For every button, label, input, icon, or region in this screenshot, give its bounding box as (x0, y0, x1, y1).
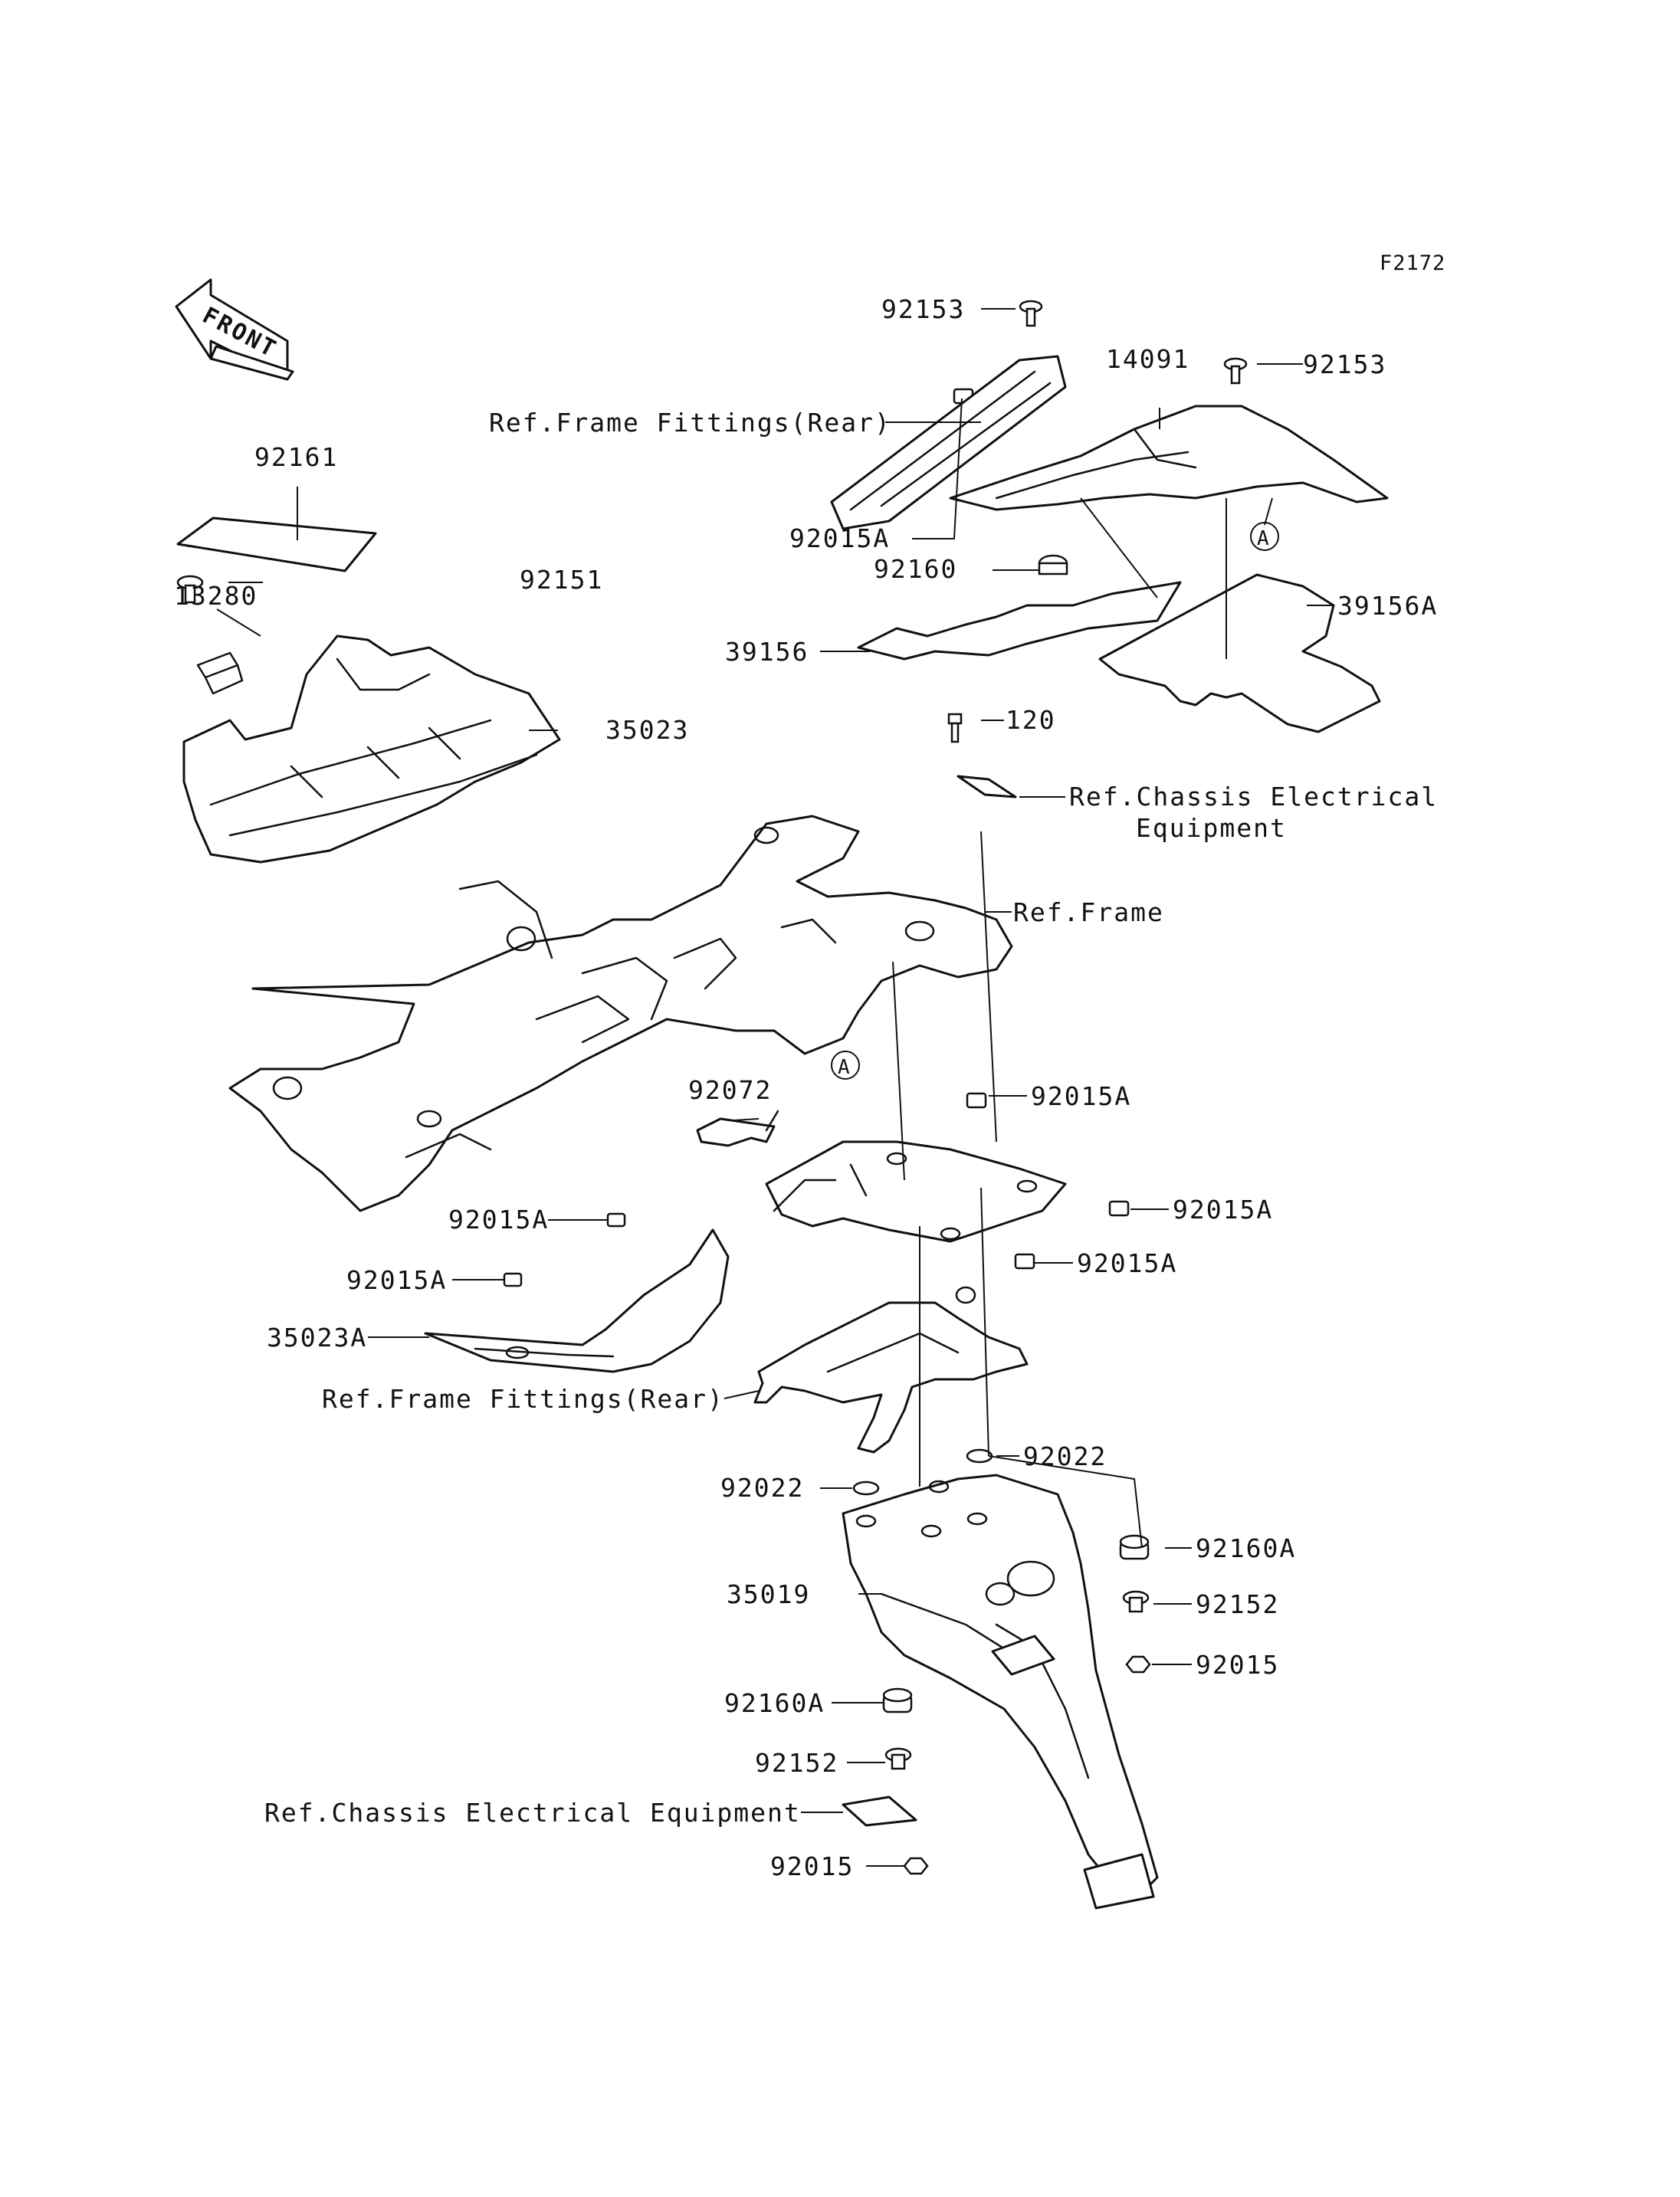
part-92151-screw (176, 575, 204, 604)
svg-text:A: A (1257, 527, 1269, 550)
part-35023-tray (182, 635, 561, 864)
label-120: 120 (1006, 705, 1056, 735)
label-39156A: 39156A (1337, 591, 1438, 621)
label-92015A-left1: 92015A (448, 1205, 549, 1235)
part-120-bolt (947, 713, 963, 743)
label-92153-right: 92153 (1303, 349, 1386, 379)
part-92161-sheet (176, 516, 377, 572)
part-39156A-pad (1098, 573, 1381, 733)
label-ref-frame: Ref.Frame (1013, 897, 1164, 927)
label-92160: 92160 (874, 554, 957, 584)
label-92152-left: 92152 (755, 1748, 838, 1778)
label-ref-chassis-electrical-line1: Ref.Chassis Electrical (1069, 782, 1438, 812)
label-92160A-right: 92160A (1196, 1533, 1296, 1563)
part-92152-collars (884, 1590, 1150, 1770)
callout-a-lower: A (831, 1051, 860, 1080)
part-chassis-electrical-plate-bottom (842, 1795, 917, 1827)
part-92160-grommet (1038, 554, 1068, 575)
label-92161: 92161 (254, 442, 338, 472)
label-92015A-top: 92015A (789, 523, 890, 553)
label-92160A-left: 92160A (724, 1688, 825, 1718)
label-35023: 35023 (605, 715, 689, 745)
part-92160A-grommets (882, 1534, 1150, 1713)
label-92015-bottom: 92015 (770, 1851, 854, 1881)
leader-lines (216, 308, 1334, 1867)
part-14091-cover (949, 405, 1389, 511)
label-35019: 35019 (727, 1579, 810, 1609)
figure-code: F2172 (1380, 251, 1445, 275)
label-92153-top: 92153 (881, 294, 965, 324)
label-ref-frame-fittings-rear-bottom: Ref.Frame Fittings(Rear) (322, 1384, 724, 1414)
label-92152-right: 92152 (1196, 1589, 1279, 1619)
part-92015-nuts (903, 1655, 1151, 1875)
part-92022-washers (852, 1448, 993, 1496)
label-92022-right: 92022 (1023, 1441, 1107, 1471)
label-92015A-mid-right: 92015A (1031, 1081, 1131, 1111)
label-92015A-lower-right: 92015A (1077, 1248, 1177, 1278)
svg-text:A: A (838, 1056, 850, 1079)
part-92072-strap (696, 1110, 779, 1147)
label-92022-left: 92022 (720, 1473, 804, 1503)
label-39156: 39156 (725, 637, 809, 667)
label-92072: 92072 (688, 1075, 772, 1105)
label-ref-chassis-electrical-line2: Equipment (1136, 813, 1287, 843)
label-92015A-left2: 92015A (346, 1265, 447, 1295)
part-39156-pad (857, 581, 1182, 661)
front-direction-arrow-icon: FRONT (175, 278, 294, 381)
callout-a-upper: A (1250, 522, 1279, 551)
part-rear-frame (228, 815, 1013, 1212)
part-35019-fender-bracket (842, 1474, 1159, 1910)
part-13280-clip (196, 651, 244, 695)
part-frame-fitting-rail (830, 355, 1067, 530)
label-92015-right: 92015 (1196, 1650, 1279, 1680)
label-35023A: 35023A (267, 1323, 367, 1353)
label-92015A-right: 92015A (1173, 1195, 1273, 1225)
part-35023A-panel (424, 1228, 730, 1373)
part-battery-case (765, 1140, 1067, 1243)
part-chassis-electrical-plate (956, 775, 1017, 798)
label-ref-frame-fittings-rear-top: Ref.Frame Fittings(Rear) (489, 408, 891, 438)
label-92151: 92151 (520, 565, 603, 595)
part-92153-screws (1019, 300, 1248, 385)
label-13280: 13280 (174, 581, 258, 611)
label-ref-chassis-electrical-bottom: Ref.Chassis Electrical Equipment (264, 1798, 801, 1828)
part-labels: 92153 14091 92153 Ref.Frame Fittings(Rea… (174, 294, 1438, 1881)
label-14091: 14091 (1106, 344, 1189, 374)
